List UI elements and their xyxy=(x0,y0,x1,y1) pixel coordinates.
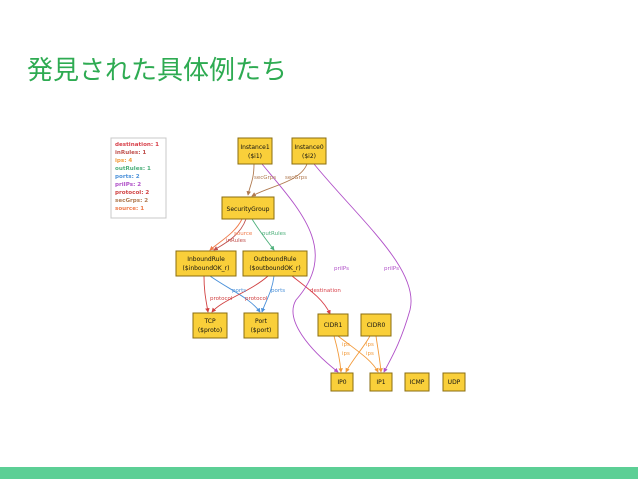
node-cidr1: CIDR1 xyxy=(317,313,349,337)
node-port-var: ($port) xyxy=(251,327,272,334)
edge-protocol-2 xyxy=(211,275,269,313)
node-instance0-name: Instance0 xyxy=(294,144,324,151)
edge-ports-1 xyxy=(209,275,261,313)
node-icmp-name: ICMP xyxy=(410,379,425,386)
node-outboundrule: OutboundRule ($outboundOK_r) xyxy=(242,250,308,277)
legend-item: ports: 2 xyxy=(115,174,140,180)
node-icmp: ICMP xyxy=(404,372,430,392)
node-outboundrule-name: OutboundRule xyxy=(254,256,297,263)
edge-label-secgrps-2: secGrps xyxy=(285,175,307,181)
node-port-name: Port xyxy=(255,318,268,325)
node-instance0: Instance0 ($i2) xyxy=(291,137,327,165)
node-cidr0-name: CIDR0 xyxy=(367,322,386,329)
edge-label-ports-1: ports xyxy=(232,288,246,294)
edge-label-destination: destination xyxy=(310,288,341,294)
edge-secgrps-2 xyxy=(251,163,308,197)
node-securitygroup: SecurityGroup xyxy=(221,196,275,220)
node-ip0: IP0 xyxy=(330,372,354,392)
node-tcp: TCP ($proto) xyxy=(192,312,228,339)
edge-priips-2 xyxy=(313,163,412,373)
node-ip0-name: IP0 xyxy=(337,379,346,386)
edge-label-ips-2: ips xyxy=(342,351,350,357)
node-udp: UDP xyxy=(442,372,466,392)
edge-label-ips-4: ips xyxy=(366,351,374,357)
slide-title: 発見された具体例たち xyxy=(27,56,288,86)
legend-item: secGrps: 2 xyxy=(115,198,148,204)
node-securitygroup-name: SecurityGroup xyxy=(227,206,270,213)
edge-label-inrules: inRules xyxy=(226,238,246,244)
node-cidr0: CIDR0 xyxy=(360,313,392,337)
legend-item: priIPs: 2 xyxy=(115,182,141,188)
edge-secgrps-1 xyxy=(246,163,255,196)
legend-item: protocol: 2 xyxy=(115,190,149,196)
edge-label-ports-2: ports xyxy=(271,288,285,294)
legend-box xyxy=(110,137,167,219)
edge-ports-2 xyxy=(261,275,275,313)
node-ip1: IP1 xyxy=(369,372,393,392)
node-instance1-var: ($i1) xyxy=(248,153,262,160)
node-tcp-var: ($proto) xyxy=(198,327,222,334)
node-udp-name: UDP xyxy=(448,379,461,386)
edge-source xyxy=(209,218,243,251)
legend-item: destination: 1 xyxy=(115,142,159,148)
node-tcp-name: TCP xyxy=(203,318,216,325)
legend-item: ips: 4 xyxy=(115,158,132,164)
edge-ips-1 xyxy=(333,335,343,373)
edge-priips-1 xyxy=(261,163,339,373)
edge-label-priips-2: priIPs xyxy=(384,266,399,272)
node-ip1-name: IP1 xyxy=(376,379,385,386)
node-inboundrule-var: ($inboundOK_r) xyxy=(183,265,230,272)
edge-ips-3 xyxy=(345,335,371,373)
edge-label-secgrps-1: secGrps xyxy=(254,175,276,181)
node-outboundrule-var: ($outboundOK_r) xyxy=(249,265,300,272)
node-port: Port ($port) xyxy=(243,312,279,339)
edge-label-ips-1: ips xyxy=(342,342,350,348)
edge-protocol-1 xyxy=(203,275,210,313)
edge-label-protocol-2: protocol xyxy=(245,296,268,302)
node-instance1: Instance1 ($i1) xyxy=(237,137,273,165)
node-cidr1-name: CIDR1 xyxy=(324,322,343,329)
node-inboundrule: InboundRule ($inboundOK_r) xyxy=(175,250,237,277)
edge-inrules xyxy=(213,218,247,251)
node-instance1-name: Instance1 xyxy=(240,144,270,151)
edge-ips-2 xyxy=(337,335,379,373)
legend-item: outRules: 1 xyxy=(115,166,151,172)
edge-ips-4 xyxy=(375,335,383,373)
legend: destination: 1 inRules: 1 ips: 4 outRules: … xyxy=(110,137,167,219)
edge-outrules xyxy=(251,218,275,251)
node-instance0-var: ($i2) xyxy=(302,153,316,160)
edge-label-ips-3: ips xyxy=(366,342,374,348)
edge-label-priips-1: priIPs xyxy=(334,266,349,272)
edge-label-outrules: outRules xyxy=(262,231,286,237)
legend-item: inRules: 1 xyxy=(115,150,146,156)
node-inboundrule-name: InboundRule xyxy=(187,256,225,263)
edge-destination xyxy=(291,275,331,315)
edge-label-source: source xyxy=(234,231,253,237)
legend-item: source: 1 xyxy=(115,206,144,212)
footer-bar xyxy=(0,467,638,479)
edge-label-protocol-1: protocol xyxy=(210,296,233,302)
